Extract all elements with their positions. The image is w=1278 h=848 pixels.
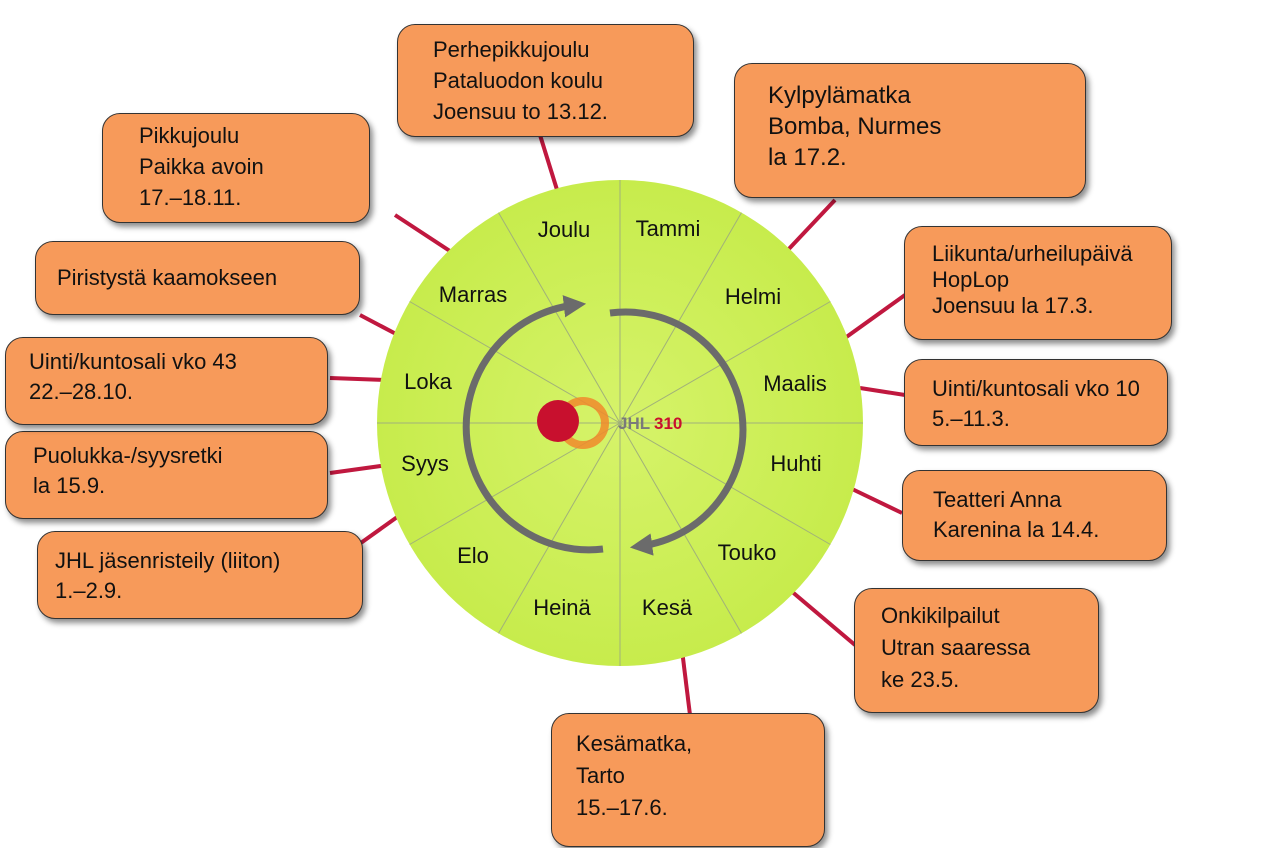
month-divider-5: [619, 422, 742, 634]
month-labels: Tammi Helmi Maalis Huhti Touko Kesä Hein…: [401, 216, 827, 620]
logo-red-dot-icon: [537, 400, 579, 442]
connector-kesamatka: [680, 649, 692, 716]
month-label-kesa: Kesä: [642, 595, 693, 620]
arrow-right-icon: [609, 308, 747, 556]
month-divider-7: [498, 422, 621, 634]
event-pikkujoulu: Pikkujoulu Paikka avoin 17.–18.11.: [102, 113, 370, 223]
month-label-tammi: Tammi: [636, 216, 701, 241]
month-label-loka: Loka: [404, 369, 452, 394]
event-kesamatka: Kesämatka, Tarto 15.–17.6.: [551, 713, 825, 847]
connector-pikkujoulu: [393, 213, 458, 257]
connector-teatteri: [849, 486, 903, 515]
connector-perhepikkujoulu: [538, 134, 560, 194]
event-puolukka-syysretki: Puolukka-/syysretki la 15.9.: [5, 431, 328, 519]
event-onkikilpailut: Onkikilpailut Utran saaressa ke 23.5.: [854, 588, 1099, 713]
connector-piristysta: [359, 313, 399, 337]
event-piristysta-kaamokseen: Piristystä kaamokseen: [35, 241, 360, 315]
connector-onkikilpailut: [788, 588, 857, 647]
month-label-helmi: Helmi: [725, 284, 781, 309]
connector-kylpylamatka: [784, 198, 837, 254]
month-label-syys: Syys: [401, 451, 449, 476]
jhl-logo: JHL 310: [537, 397, 682, 449]
event-kylpylamatka: Kylpylämatka Bomba, Nurmes la 17.2.: [734, 63, 1086, 198]
month-label-heina: Heinä: [533, 595, 591, 620]
month-label-touko: Touko: [718, 540, 777, 565]
connector-jasenristeily: [356, 513, 402, 547]
month-label-maalis: Maalis: [763, 371, 827, 396]
month-label-joulu: Joulu: [538, 217, 591, 242]
month-divider-1: [619, 212, 742, 424]
event-perhepikkujoulu: Perhepikkujoulu Pataluodon koulu Joensuu…: [397, 24, 694, 137]
event-uinti-kuntosali-vko10: Uinti/kuntosali vko 10 5.–11.3.: [904, 359, 1168, 446]
month-divider-11: [498, 212, 621, 424]
event-teatteri: Teatteri Anna Karenina la 14.4.: [902, 470, 1167, 561]
logo-prefix: JHL: [618, 414, 650, 433]
month-label-marras: Marras: [439, 282, 507, 307]
month-label-huhti: Huhti: [770, 451, 821, 476]
event-uinti-kuntosali-vko43: Uinti/kuntosali vko 43 22.–28.10.: [5, 337, 328, 425]
arrow-left-icon: [462, 295, 604, 554]
event-liikunta-urheilupaiva: Liikunta/urheilupäivä HopLop Joensuu la …: [904, 226, 1172, 340]
month-divider-4: [619, 422, 831, 545]
month-label-elo: Elo: [457, 543, 489, 568]
connector-uinti-vko43: [329, 376, 386, 382]
connector-liikunta: [843, 293, 907, 340]
logo-number: 310: [654, 414, 682, 433]
connector-uinti-vko10: [859, 386, 906, 397]
connector-lines: [329, 134, 907, 716]
connector-puolukka: [329, 463, 389, 475]
event-jhl-jasenristeily: JHL jäsenristeily (liiton) 1.–2.9.: [37, 531, 363, 619]
